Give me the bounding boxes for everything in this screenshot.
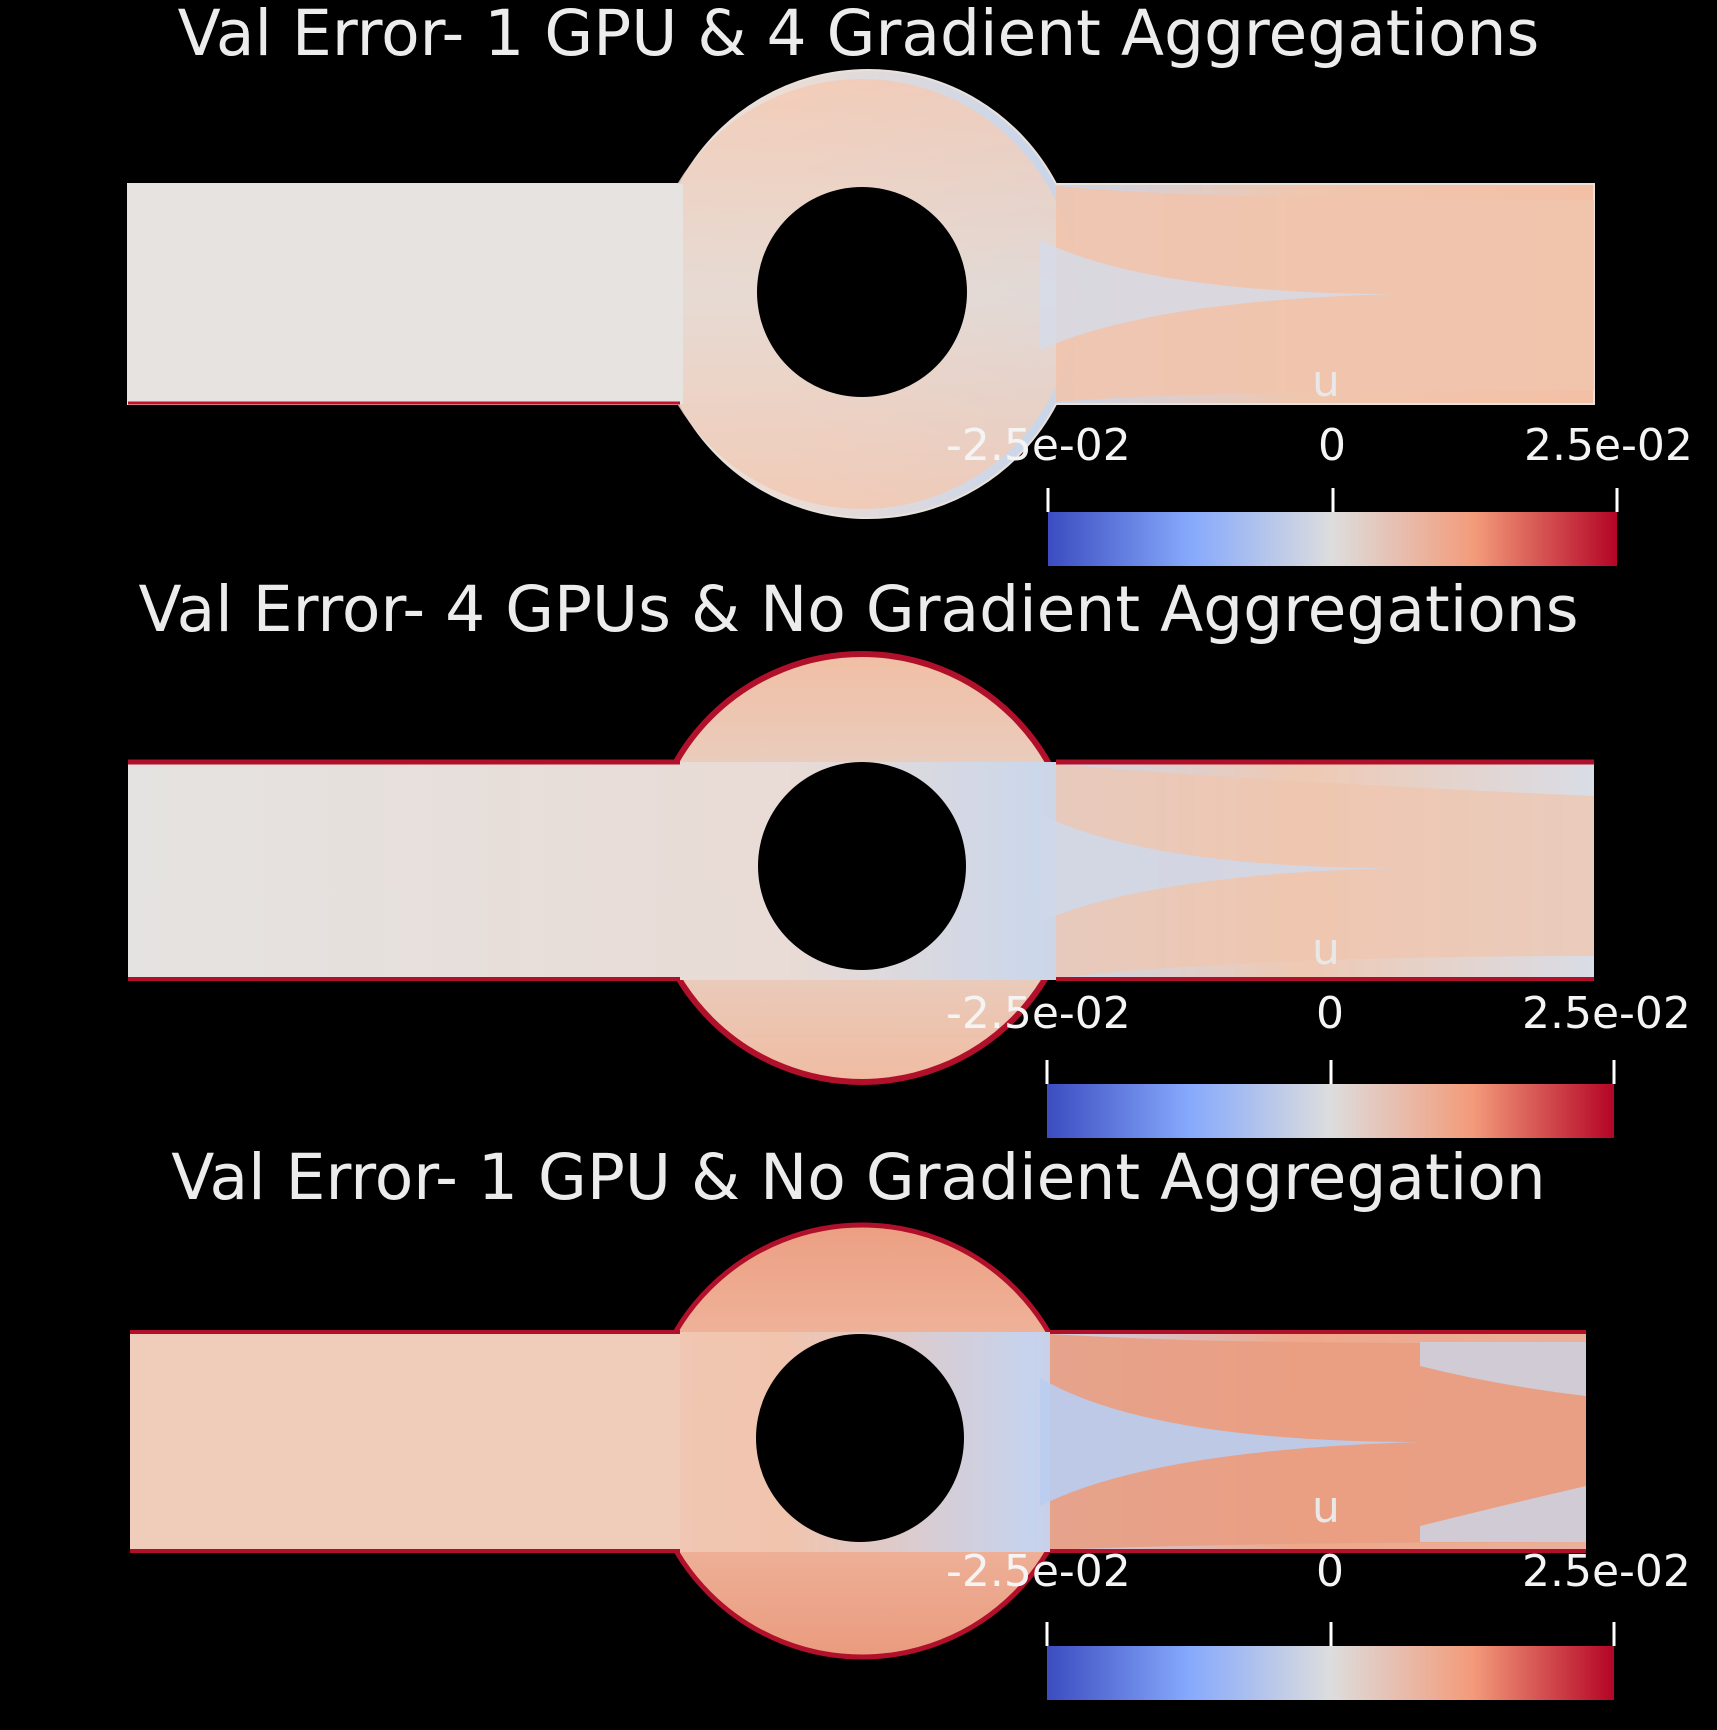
colorbar-max-label: 2.5e-02 (1524, 420, 1693, 471)
cylinder-hole (758, 762, 966, 970)
cylinder-hole (756, 1334, 964, 1542)
colorbar-min-label: -2.5e-02 (946, 420, 1131, 471)
flow-field-3 (130, 1222, 1586, 1660)
panel-2: Val Error- 4 GPUs & No Gradient Aggregat… (0, 576, 1717, 1152)
colorbar-mid-label: 0 (1318, 420, 1346, 471)
panel-title: Val Error- 1 GPU & No Gradient Aggregati… (171, 1141, 1546, 1214)
colorbar-title: u (1312, 924, 1340, 975)
flow-field-1 (127, 69, 1595, 519)
cylinder-hole (757, 187, 967, 397)
colorbar-max-label: 2.5e-02 (1522, 988, 1691, 1039)
colorbar-mid-label: 0 (1316, 1546, 1344, 1597)
colorbar-max-label: 2.5e-02 (1522, 1546, 1691, 1597)
flow-field-2 (128, 651, 1594, 1085)
colorbar-title: u (1312, 1482, 1340, 1533)
colorbar-title: u (1312, 356, 1340, 407)
panel-title: Val Error- 1 GPU & 4 Gradient Aggregatio… (177, 0, 1540, 70)
colorbar-min-label: -2.5e-02 (946, 1546, 1131, 1597)
colorbar-mid-label: 0 (1316, 988, 1344, 1039)
panel-3: Val Error- 1 GPU & No Gradient Aggregati… (0, 1146, 1717, 1722)
colorbar-min-label: -2.5e-02 (946, 988, 1131, 1039)
panel-title: Val Error- 4 GPUs & No Gradient Aggregat… (138, 573, 1579, 646)
panel-1: Val Error- 1 GPU & 4 Gradient Aggregatio… (0, 0, 1717, 576)
